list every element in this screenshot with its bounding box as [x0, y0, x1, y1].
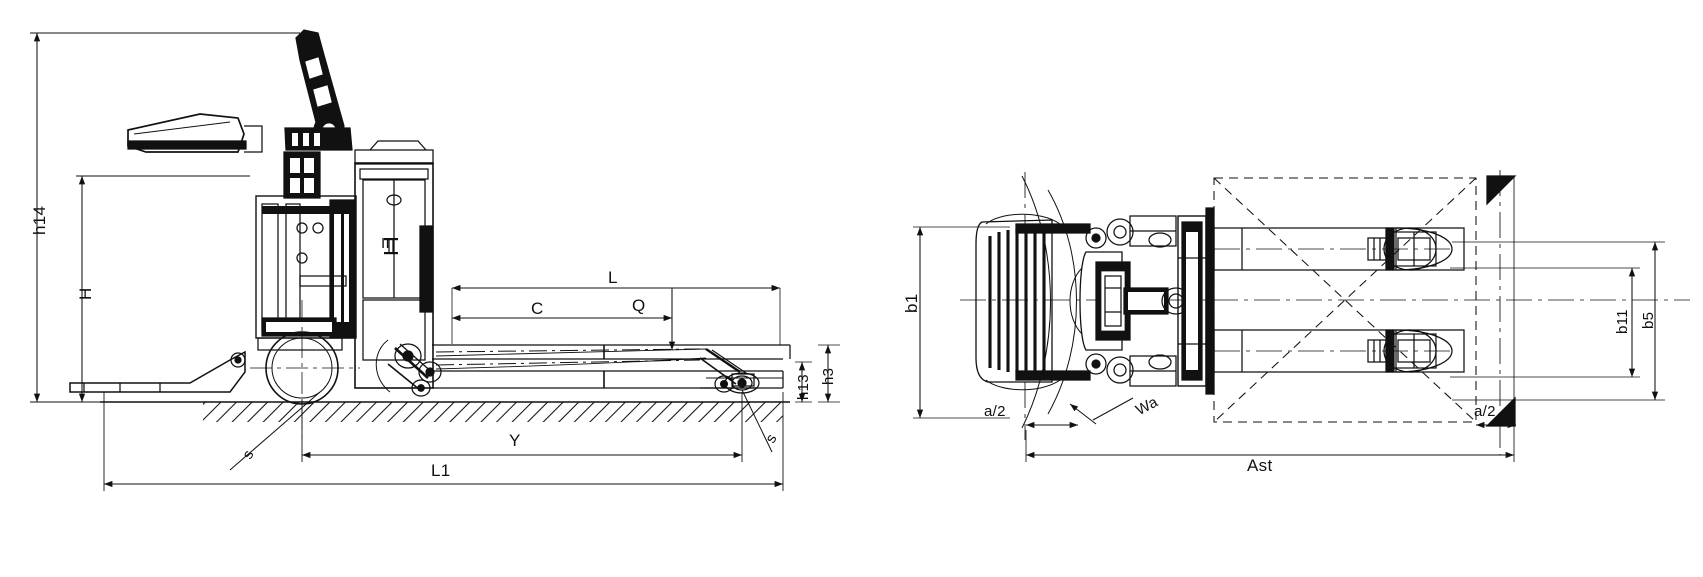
tiller-arm: [127, 29, 353, 199]
dimension-label-Q: Q: [632, 296, 646, 315]
fork-assembly: [432, 344, 791, 394]
dimension-label-b5: b5: [1640, 311, 1657, 329]
operator-backrest: [975, 213, 1091, 391]
dimension-label-a2-right: a/2: [1474, 403, 1496, 420]
dimension-label-a2-left: a/2: [984, 403, 1006, 420]
centre-lines: [960, 170, 1690, 455]
side-view-group: [69, 29, 791, 440]
top-chassis-body: [1177, 207, 1215, 395]
load-roller-bottom: [1367, 329, 1453, 373]
dimension-label-C: C: [531, 299, 544, 318]
dimension-label-L: L: [608, 268, 618, 287]
pallet-outline: [1213, 177, 1477, 423]
dimension-label-b11: b11: [1614, 309, 1631, 334]
load-roller-top: [1367, 227, 1453, 271]
dimension-label-h3: h3: [820, 367, 837, 385]
fork-pair: [1213, 227, 1465, 373]
dimension-label-b1: b1: [902, 293, 921, 313]
turning-arcs: [1021, 175, 1077, 429]
side-view-dimension-lines: [30, 32, 840, 491]
drive-unit: [1069, 215, 1191, 387]
top-view-group: [960, 170, 1690, 455]
dimension-label-h13: h13: [795, 374, 812, 400]
ground-hatching: [100, 401, 790, 422]
top-view-dimension-lines: [913, 176, 1665, 462]
lift-linkage: [375, 339, 442, 397]
dimension-label-Y: Y: [509, 431, 521, 450]
dimension-label-h14: h14: [30, 205, 49, 235]
chassis-body: [69, 140, 434, 393]
dimension-label-L1: L1: [431, 461, 451, 480]
dimension-label-Ast: Ast: [1247, 456, 1273, 475]
dimension-label-H: H: [76, 287, 95, 300]
aisle-markers: [1485, 175, 1517, 427]
body-marking-II: II: [381, 235, 390, 252]
